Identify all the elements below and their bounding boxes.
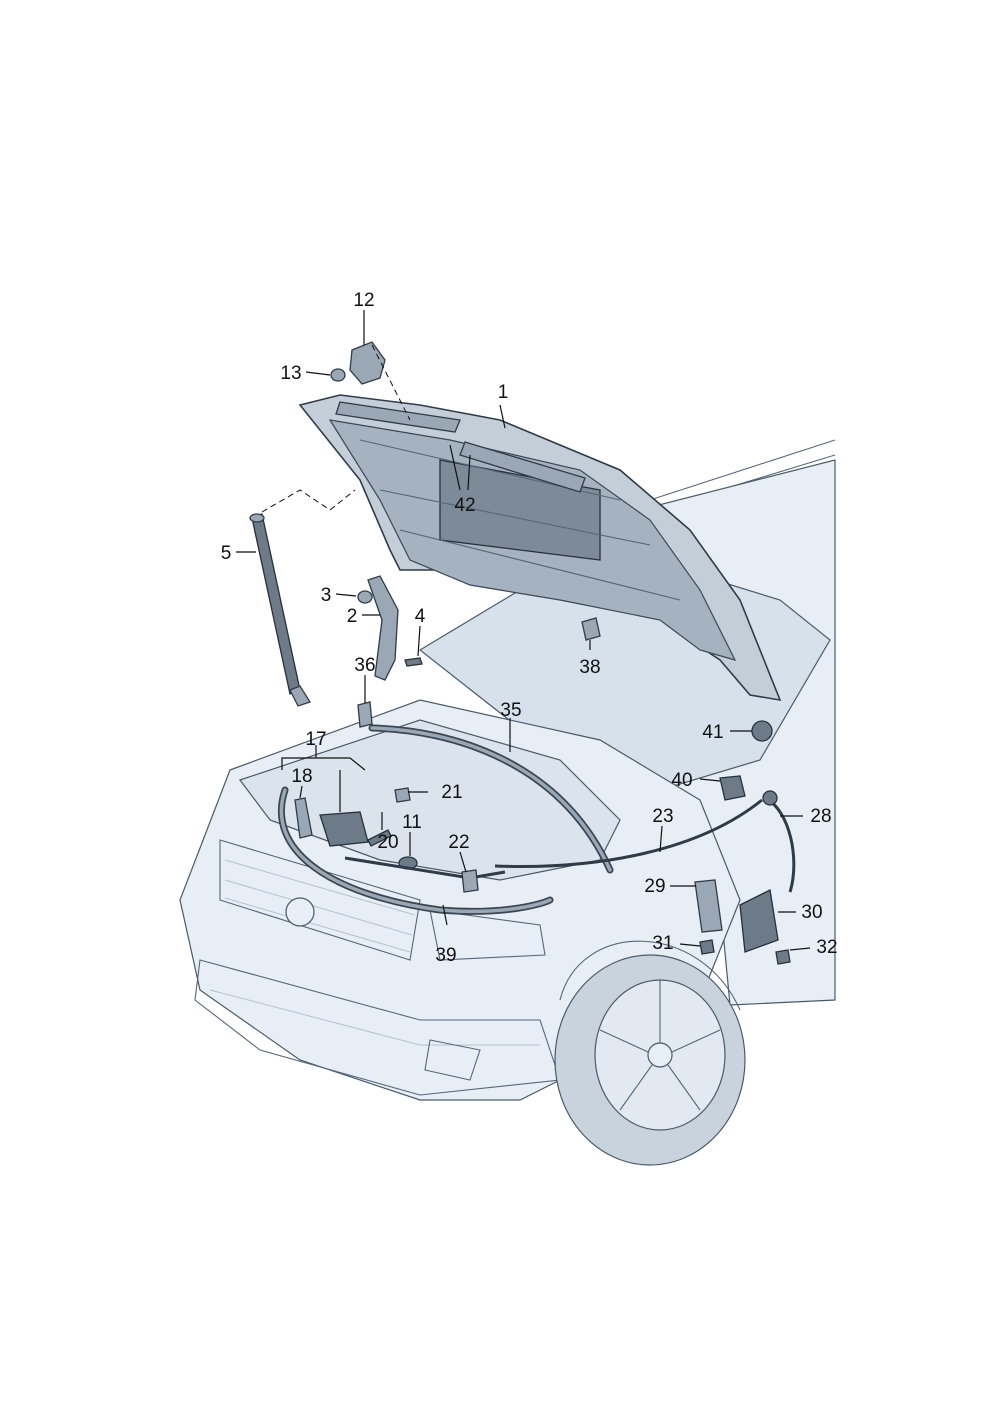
roof-rail (649, 439, 836, 501)
hood (298, 394, 782, 702)
fog-light (424, 1039, 481, 1081)
callout-17: 17 (305, 729, 326, 750)
callout-5: 5 (221, 543, 232, 564)
callout-labels: 1 2 3 4 5 11 12 13 17 18 20 21 22 23 28 … (221, 290, 838, 966)
components (249, 341, 796, 965)
bolt-32 (775, 949, 791, 965)
clip-40 (719, 775, 746, 801)
callout-42: 42 (454, 495, 475, 516)
bumper (194, 959, 561, 1096)
wheel-arch (559, 940, 741, 1011)
release-cable-23 (494, 798, 763, 868)
badge (285, 897, 315, 927)
cable-clip-22 (461, 869, 479, 893)
hinge-bracket (349, 341, 386, 385)
callout-30: 30 (801, 902, 822, 923)
callout-28: 28 (810, 806, 831, 827)
seal-bracket (357, 701, 373, 728)
release-handle-bracket (694, 879, 723, 933)
ball-stud (751, 720, 773, 742)
bolt-31 (699, 939, 715, 955)
grille (219, 839, 421, 961)
hood-lock (319, 811, 369, 847)
callout-11: 11 (402, 812, 422, 833)
callout-20: 20 (377, 832, 398, 853)
callout-3: 3 (321, 585, 332, 606)
gas-strut-end (289, 685, 311, 707)
callout-39: 39 (435, 945, 456, 966)
hood-hinge (367, 575, 399, 681)
callout-38: 38 (579, 657, 600, 678)
callout-13: 13 (280, 363, 301, 384)
headlight (429, 909, 546, 961)
release-lever (739, 889, 779, 953)
nut-13 (330, 368, 346, 382)
release-bracket (294, 797, 313, 839)
gas-strut-cylinder (251, 513, 301, 695)
nut-3 (357, 590, 373, 604)
bolt-4 (404, 657, 423, 667)
callout-4: 4 (415, 606, 426, 627)
leader-lines (236, 310, 811, 951)
callout-29: 29 (644, 876, 665, 897)
clip-21 (394, 787, 411, 803)
callout-41: 41 (702, 722, 723, 743)
bolt-20 (367, 829, 392, 847)
callout-32: 32 (816, 937, 837, 958)
callout-2: 2 (347, 606, 358, 627)
callout-23: 23 (652, 806, 673, 827)
callout-31: 31 (652, 933, 673, 954)
callout-40: 40 (671, 770, 692, 791)
hood-seal-left (335, 401, 461, 433)
callout-35: 35 (500, 700, 521, 721)
hub (647, 1042, 673, 1068)
callout-36: 36 (354, 655, 375, 676)
callout-21: 21 (441, 782, 462, 803)
callout-1: 1 (498, 382, 509, 403)
callout-22: 22 (448, 832, 469, 853)
rubber-buffer (581, 617, 601, 641)
callout-18: 18 (291, 766, 312, 787)
callout-12: 12 (353, 290, 374, 311)
hood-seal-right (459, 441, 586, 493)
